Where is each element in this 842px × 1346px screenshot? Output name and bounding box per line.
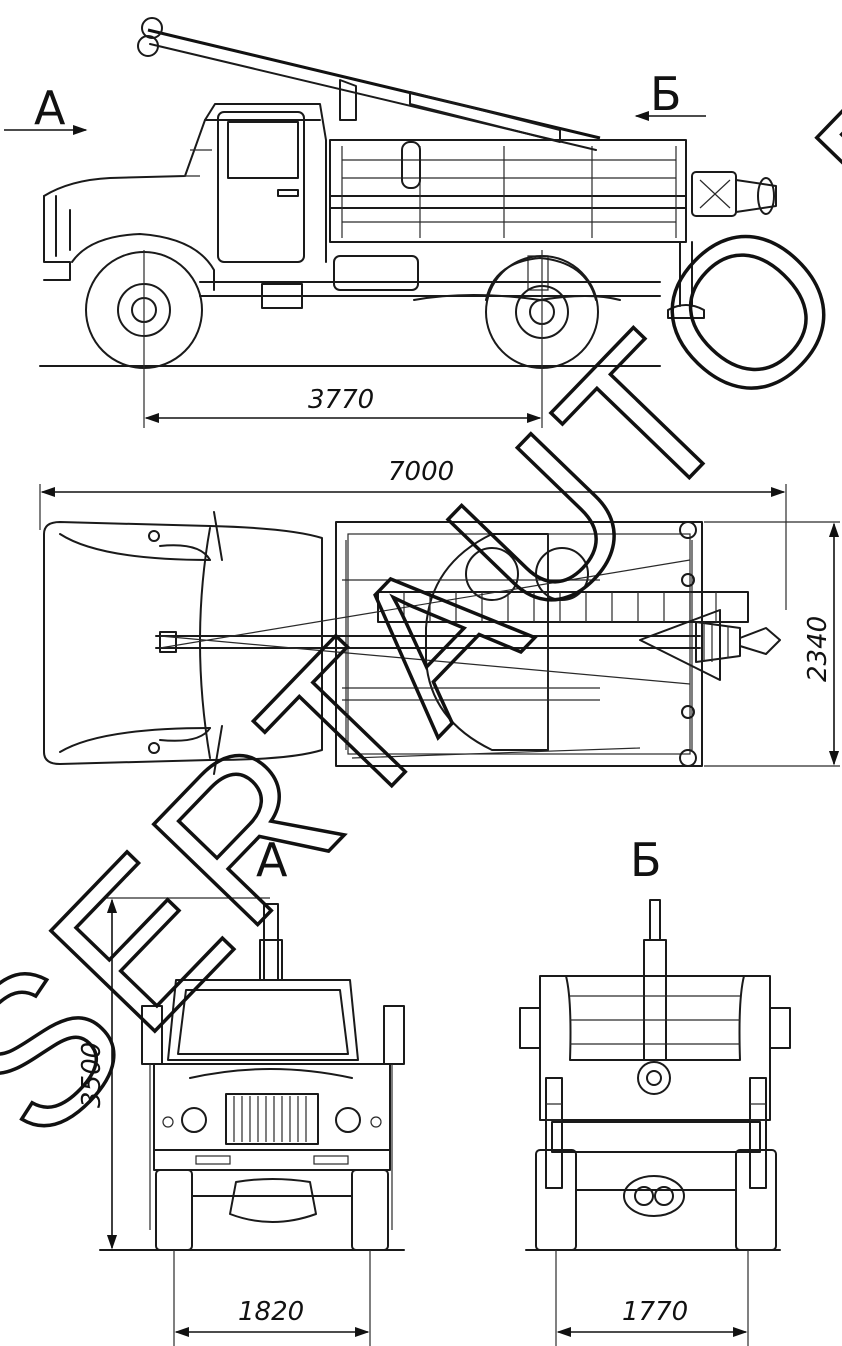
rear-view: [519, 899, 791, 1346]
view-label-b-rear: Б: [630, 833, 662, 887]
rear-track-dimension-label: 1770: [622, 1297, 688, 1327]
view-label-a-top: А: [34, 81, 66, 135]
view-label-b-top: Б: [650, 67, 682, 121]
overall-length-dimension-label: 7000: [388, 457, 454, 487]
overall-width-dimension-label: 2340: [803, 616, 833, 682]
side-view: [4, 17, 777, 428]
front-track-dimension-label: 1820: [238, 1297, 304, 1327]
wheelbase-dimension-label: 3770: [308, 385, 374, 415]
top-view: [39, 484, 840, 775]
view-label-a-front: А: [256, 833, 288, 887]
height-dimension-label: 3500: [77, 1042, 107, 1108]
front-view: [99, 897, 405, 1346]
